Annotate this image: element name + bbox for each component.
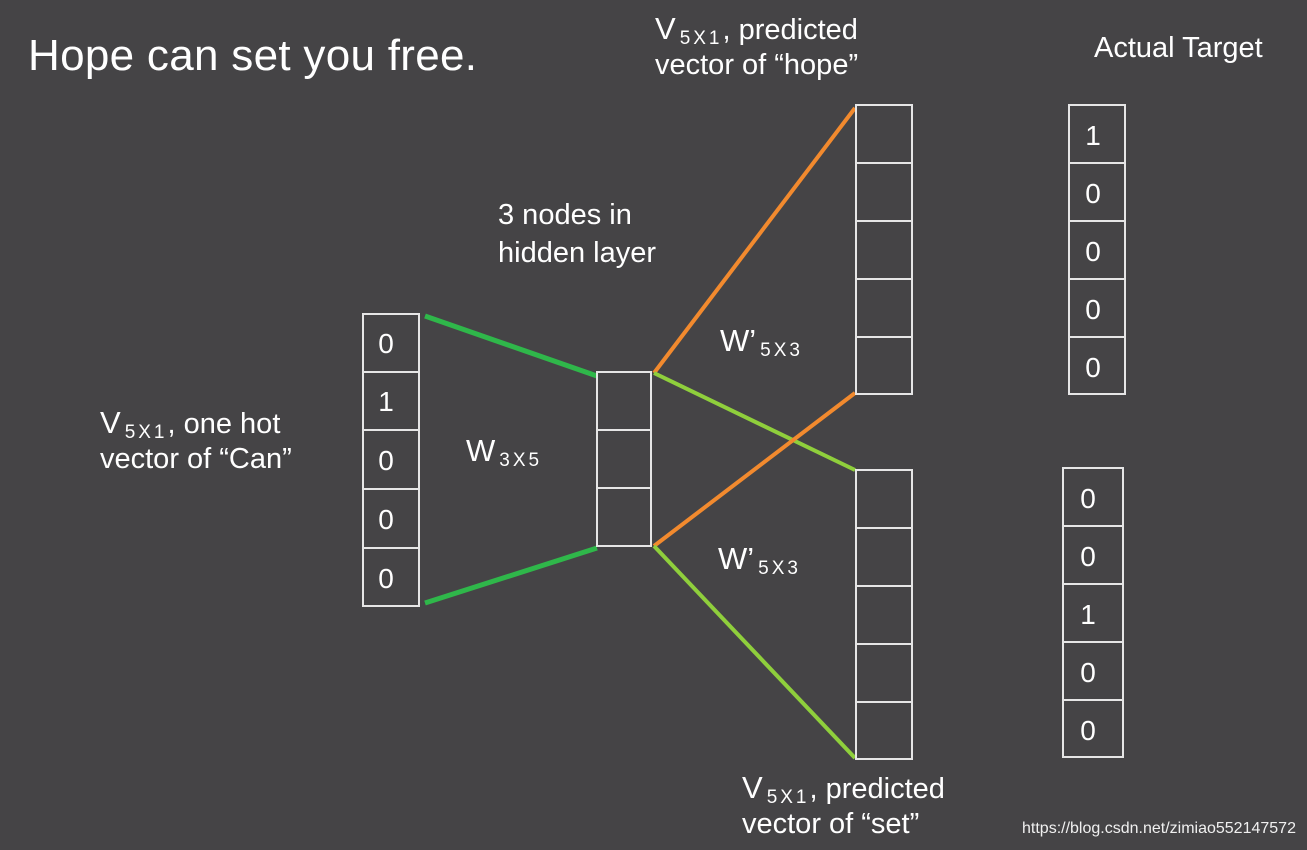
output-weights-top-label: W’5X3 <box>720 322 803 361</box>
hidden-node <box>596 487 652 547</box>
hidden-layer-line2: hidden layer <box>498 236 656 269</box>
output-weights-bottom-label: W’5X3 <box>718 540 801 579</box>
target-bottom-value: 0 <box>1080 483 1096 514</box>
output-set-cell <box>855 469 913 529</box>
target-bottom-value: 0 <box>1080 657 1096 688</box>
input-value: 1 <box>378 386 394 417</box>
output-hope-suffix: , predicted <box>722 14 858 46</box>
target-top-value: 0 <box>1085 178 1101 209</box>
input-edge-top <box>424 313 598 379</box>
actual-target-label: Actual Target <box>1094 32 1263 64</box>
hidden-layer-label: 3 nodes in hidden layer <box>498 197 656 272</box>
input-weights-symbol: W <box>466 433 496 468</box>
output-set-suffix: , predicted <box>809 773 945 805</box>
output-weights-top-symbol: W’ <box>720 323 757 358</box>
output-hope-cell <box>855 336 913 395</box>
target-bottom-cell <box>1062 699 1124 758</box>
output-hope-symbol: V <box>655 11 676 46</box>
output-edge-set-bottom <box>652 544 857 760</box>
input-weights-subscript: 3X5 <box>499 450 543 471</box>
actual-target-top-values: 1 0 0 0 0 <box>1085 120 1101 383</box>
output-hope-cell <box>855 162 913 222</box>
output-edge-hope-bottom <box>652 391 857 548</box>
output-set-symbol: V <box>742 770 763 805</box>
target-bottom-value: 0 <box>1080 715 1096 746</box>
output-set-cell <box>855 527 913 587</box>
output-weights-bottom-symbol: W’ <box>718 541 755 576</box>
output-weights-top-subscript: 5X3 <box>760 340 803 361</box>
input-vector-cell <box>362 547 420 607</box>
output-hope-label-line2: vector of “hope” <box>655 48 859 81</box>
actual-target-top <box>1068 104 1126 395</box>
output-hope-cell <box>855 104 913 164</box>
input-vector-subscript: 5X1 <box>124 422 168 443</box>
output-set-cell <box>855 701 913 760</box>
hidden-layer-line1: 3 nodes in <box>498 199 632 231</box>
target-bottom-value: 1 <box>1080 599 1096 630</box>
input-vector-symbol: V <box>100 405 121 440</box>
actual-target-bottom <box>1062 467 1124 758</box>
target-top-value: 0 <box>1085 236 1101 267</box>
target-top-value: 0 <box>1085 294 1101 325</box>
input-value: 0 <box>378 328 394 359</box>
watermark-url: https://blog.csdn.net/zimiao552147572 <box>1022 820 1296 837</box>
input-value: 0 <box>378 563 394 594</box>
target-top-cell <box>1068 336 1126 395</box>
target-top-value: 1 <box>1085 120 1101 151</box>
slide-title: Hope can set you free. <box>28 31 478 80</box>
input-value: 0 <box>378 445 394 476</box>
output-edge-hope-top <box>652 106 857 375</box>
input-vector-values: 0 1 0 0 0 <box>378 328 394 594</box>
target-bottom-value: 0 <box>1080 541 1096 572</box>
output-set-cell <box>855 585 913 645</box>
output-set-cell <box>855 643 913 703</box>
actual-target-bottom-values: 0 0 1 0 0 <box>1080 483 1096 746</box>
output-edge-set-top <box>653 371 856 472</box>
output-hope-cell <box>855 220 913 280</box>
hidden-node <box>596 371 652 431</box>
output-hope-cell <box>855 278 913 338</box>
output-hope-subscript: 5X1 <box>679 28 723 49</box>
hidden-node <box>596 429 652 489</box>
input-vector-label-line2: vector of “Can” <box>100 442 292 475</box>
output-vector-set <box>855 469 913 760</box>
input-edge-bottom <box>424 545 598 606</box>
output-vector-hope <box>855 104 913 395</box>
output-weights-bottom-subscript: 5X3 <box>758 558 801 579</box>
input-vector <box>362 313 420 607</box>
output-set-label-line2: vector of “set” <box>742 807 920 840</box>
input-value: 0 <box>378 504 394 535</box>
input-vector-suffix: , one hot <box>167 408 281 440</box>
target-top-value: 0 <box>1085 352 1101 383</box>
hidden-layer <box>596 371 652 547</box>
output-set-subscript: 5X1 <box>766 787 810 808</box>
